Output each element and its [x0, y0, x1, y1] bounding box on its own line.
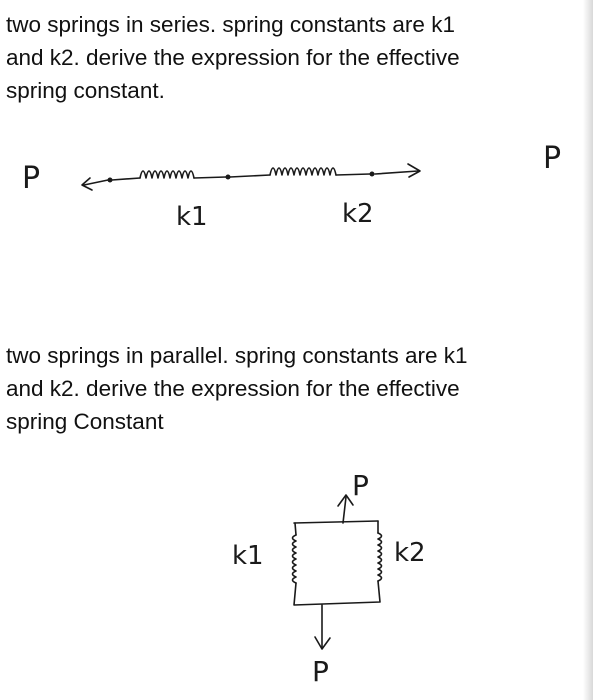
- parallel-spring-diagram: P k1 k2 P: [232, 469, 426, 688]
- rod: [193, 176, 227, 179]
- question-line: spring Constant: [6, 409, 164, 434]
- question-series-text: two springs in series. spring constants …: [6, 8, 581, 107]
- rod: [294, 522, 297, 536]
- question-line: and k2. derive the expression for the ef…: [6, 45, 460, 70]
- force-arrow-left: [81, 177, 109, 191]
- question-line: spring constant.: [6, 78, 165, 103]
- series-spring-diagram: P P k1 k2: [22, 141, 561, 232]
- spring-2-label: k2: [394, 538, 426, 568]
- force-arrow-down: [314, 604, 331, 650]
- bottom-bar: [293, 580, 381, 606]
- top-bar: [293, 520, 379, 524]
- spring-1-label: k1: [176, 202, 208, 232]
- spring-1: [291, 534, 297, 584]
- rod: [335, 173, 371, 176]
- question-line: two springs in series. spring constants …: [6, 12, 455, 37]
- force-label-right: P: [543, 141, 561, 176]
- rod: [229, 174, 271, 178]
- rod: [111, 177, 141, 181]
- force-arrow-up: [337, 494, 354, 524]
- question-parallel-text: two springs in parallel. spring constant…: [6, 339, 581, 438]
- force-label-top: P: [352, 469, 369, 502]
- connector-dot: [225, 174, 231, 180]
- spring-2-label: k2: [342, 199, 374, 229]
- force-label-bottom: P: [312, 655, 329, 688]
- question-line: and k2. derive the expression for the ef…: [6, 376, 460, 401]
- question-line: two springs in parallel. spring constant…: [6, 343, 468, 368]
- spring-2: [269, 167, 337, 176]
- spring-1: [139, 170, 195, 179]
- connector-dot: [107, 177, 113, 183]
- page-edge-shadow: [583, 0, 593, 700]
- force-label-left: P: [22, 161, 40, 196]
- spring-2: [377, 532, 383, 582]
- force-arrow-right: [374, 163, 421, 178]
- spring-1-label: k1: [232, 541, 264, 571]
- connector-dot: [369, 171, 375, 177]
